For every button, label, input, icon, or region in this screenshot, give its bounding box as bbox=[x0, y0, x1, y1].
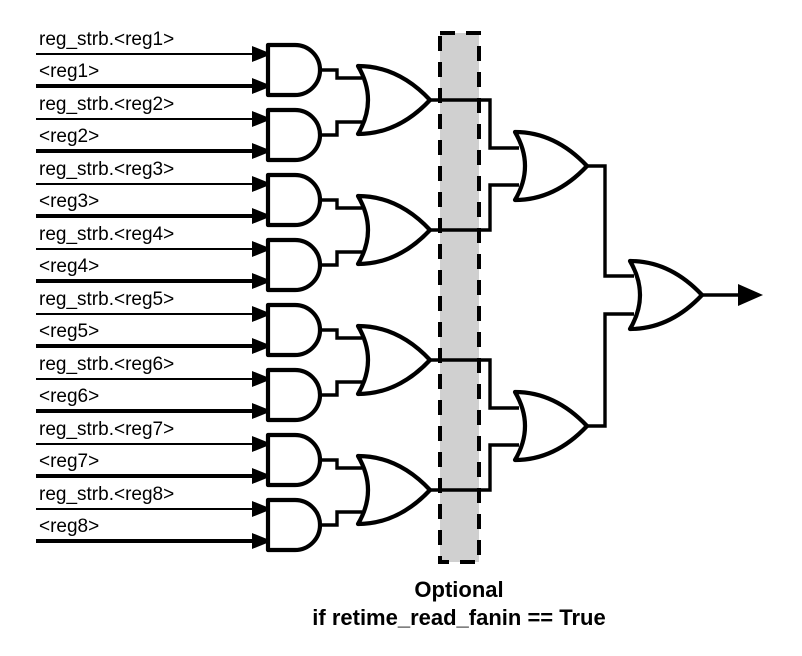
or-gate-l2-b bbox=[515, 392, 587, 460]
input-group-reg4: reg_strb.<reg4> <reg4> bbox=[36, 224, 272, 289]
wire-or5-to-or7 bbox=[587, 164, 634, 278]
label-data-reg1: <reg1> bbox=[39, 61, 99, 82]
wire-or2-to-or5 bbox=[430, 183, 519, 232]
wire-or6-to-or7 bbox=[587, 312, 634, 428]
input-group-reg1: reg_strb.<reg1> <reg1> bbox=[36, 29, 272, 94]
wire-or4-to-or6 bbox=[430, 443, 519, 492]
wire-and5-to-or3 bbox=[320, 328, 362, 340]
and-gate-reg8 bbox=[268, 500, 320, 550]
arrowhead-strobe-reg4 bbox=[252, 241, 272, 257]
label-strobe-reg1: reg_strb.<reg1> bbox=[39, 29, 174, 50]
or-gate-l2-a bbox=[515, 132, 587, 200]
or-gate-l3-out bbox=[630, 261, 702, 329]
label-data-reg5: <reg5> bbox=[39, 321, 99, 342]
arrowhead-data-reg1 bbox=[252, 78, 272, 94]
label-data-reg7: <reg7> bbox=[39, 451, 99, 472]
input-group-reg3: reg_strb.<reg3> <reg3> bbox=[36, 159, 272, 224]
arrowhead-data-reg3 bbox=[252, 208, 272, 224]
arrowhead-data-reg6 bbox=[252, 403, 272, 419]
label-strobe-reg8: reg_strb.<reg8> bbox=[39, 484, 174, 505]
label-strobe-reg5: reg_strb.<reg5> bbox=[39, 289, 174, 310]
arrowhead-data-reg5 bbox=[252, 338, 272, 354]
and-gate-reg5 bbox=[268, 305, 320, 355]
wire-and7-to-or4 bbox=[320, 458, 362, 470]
arrowhead-strobe-reg3 bbox=[252, 176, 272, 192]
optional-retime-box bbox=[438, 31, 481, 564]
arrowhead-strobe-reg8 bbox=[252, 501, 272, 517]
input-group-reg5: reg_strb.<reg5> <reg5> bbox=[36, 289, 272, 354]
and-gate-reg6 bbox=[268, 370, 320, 420]
arrowhead-strobe-reg2 bbox=[252, 111, 272, 127]
label-data-reg8: <reg8> bbox=[39, 516, 99, 537]
wire-and8-to-or4 bbox=[320, 510, 362, 527]
label-strobe-reg2: reg_strb.<reg2> bbox=[39, 94, 174, 115]
arrowhead-data-reg7 bbox=[252, 468, 272, 484]
label-strobe-reg7: reg_strb.<reg7> bbox=[39, 419, 174, 440]
label-data-reg6: <reg6> bbox=[39, 386, 99, 407]
label-strobe-reg4: reg_strb.<reg4> bbox=[39, 224, 174, 245]
or-gate-l1-d bbox=[358, 456, 430, 524]
label-strobe-reg6: reg_strb.<reg6> bbox=[39, 354, 174, 375]
and-gate-reg2 bbox=[268, 110, 320, 160]
arrowhead-strobe-reg6 bbox=[252, 371, 272, 387]
wire-and2-to-or1 bbox=[320, 120, 362, 137]
or-gate-l1-c bbox=[358, 326, 430, 394]
or-gate-l1-b bbox=[358, 196, 430, 264]
and-gate-reg7 bbox=[268, 435, 320, 485]
arrowhead-strobe-reg1 bbox=[252, 46, 272, 62]
wire-or3-to-or6 bbox=[430, 358, 519, 410]
and-gate-reg1 bbox=[268, 45, 320, 95]
arrowhead-strobe-reg7 bbox=[252, 436, 272, 452]
arrowhead-data-reg4 bbox=[252, 273, 272, 289]
label-data-reg3: <reg3> bbox=[39, 191, 99, 212]
or-gate-l1-a bbox=[358, 66, 430, 134]
wire-and6-to-or3 bbox=[320, 380, 362, 397]
caption-line-optional: Optional bbox=[414, 577, 503, 602]
input-group-reg6: reg_strb.<reg6> <reg6> bbox=[36, 354, 272, 419]
arrowhead-strobe-reg5 bbox=[252, 306, 272, 322]
label-data-reg4: <reg4> bbox=[39, 256, 99, 277]
input-group-reg2: reg_strb.<reg2> <reg2> bbox=[36, 94, 272, 159]
label-data-reg2: <reg2> bbox=[39, 126, 99, 147]
arrowhead-data-reg8 bbox=[252, 533, 272, 549]
wire-and4-to-or2 bbox=[320, 250, 362, 267]
arrowhead-output bbox=[738, 284, 763, 306]
input-group-reg7: reg_strb.<reg7> <reg7> bbox=[36, 419, 272, 484]
wire-or1-to-or5 bbox=[430, 98, 519, 150]
wire-and1-to-or1 bbox=[320, 68, 362, 80]
wire-and3-to-or2 bbox=[320, 198, 362, 210]
label-strobe-reg3: reg_strb.<reg3> bbox=[39, 159, 174, 180]
input-group-reg8: reg_strb.<reg8> <reg8> bbox=[36, 484, 272, 549]
caption-line-condition: if retime_read_fanin == True bbox=[312, 605, 605, 630]
and-gate-reg4 bbox=[268, 240, 320, 290]
arrowhead-data-reg2 bbox=[252, 143, 272, 159]
and-gate-reg3 bbox=[268, 175, 320, 225]
